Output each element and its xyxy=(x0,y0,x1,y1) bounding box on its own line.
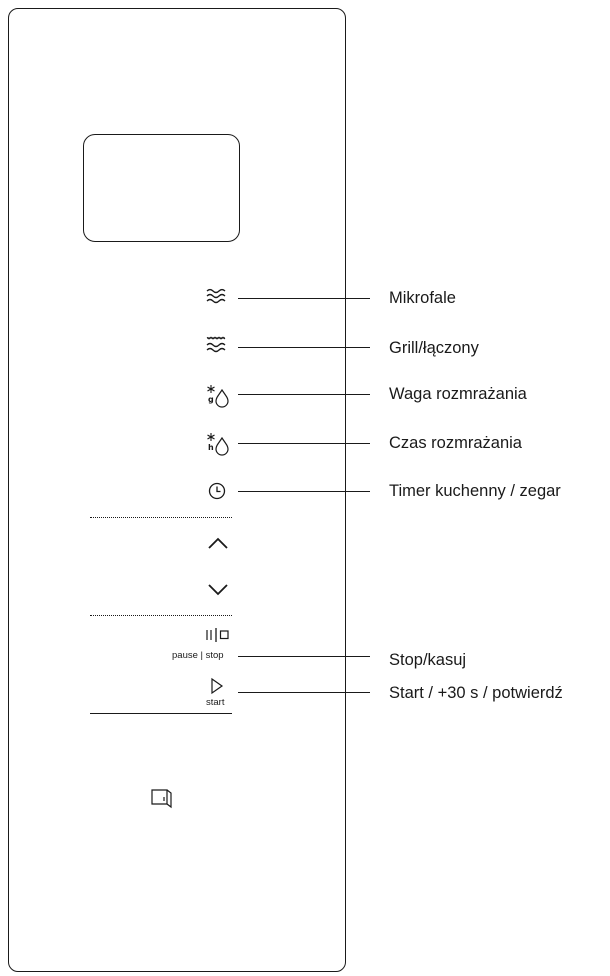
weight-subscript: g xyxy=(208,395,214,404)
timer-label: Timer kuchenny / zegar xyxy=(389,482,561,500)
start-caption: start xyxy=(206,697,225,708)
time-defrost-icon[interactable]: h xyxy=(206,432,232,456)
separator-top xyxy=(90,517,232,518)
chevron-up-icon[interactable] xyxy=(206,535,230,551)
weight-defrost-label: Waga rozmrażania xyxy=(389,385,527,403)
chevron-down-icon[interactable] xyxy=(206,582,230,598)
timer-leader-line xyxy=(238,491,370,492)
display-window xyxy=(83,134,240,242)
start-underline xyxy=(90,713,232,714)
separator-bottom xyxy=(90,615,232,616)
time-subscript: h xyxy=(208,443,214,452)
start-leader-line xyxy=(238,692,370,693)
start-label: Start / +30 s / potwierdź xyxy=(389,684,563,702)
pause-stop-caption: pause | stop xyxy=(172,650,224,661)
weight-defrost-icon[interactable]: g xyxy=(206,384,232,408)
control-panel xyxy=(8,8,346,972)
grill-label: Grill/łączony xyxy=(389,339,479,357)
stop-leader-line xyxy=(238,656,370,657)
grill-waves-icon[interactable] xyxy=(206,336,228,356)
pause-stop-icon[interactable] xyxy=(203,627,235,643)
time-defrost-leader-line xyxy=(238,443,370,444)
microwave-waves-icon[interactable] xyxy=(206,288,228,306)
grill-leader-line xyxy=(238,347,370,348)
clock-icon[interactable] xyxy=(208,482,228,502)
microwave-leader-line xyxy=(238,298,370,299)
weight-defrost-leader-line xyxy=(238,394,370,395)
play-icon[interactable] xyxy=(209,677,225,695)
microwave-label: Mikrofale xyxy=(389,289,456,307)
stop-label: Stop/kasuj xyxy=(389,651,467,669)
door-open-icon[interactable] xyxy=(150,788,174,809)
time-defrost-label: Czas rozmrażania xyxy=(389,434,522,452)
